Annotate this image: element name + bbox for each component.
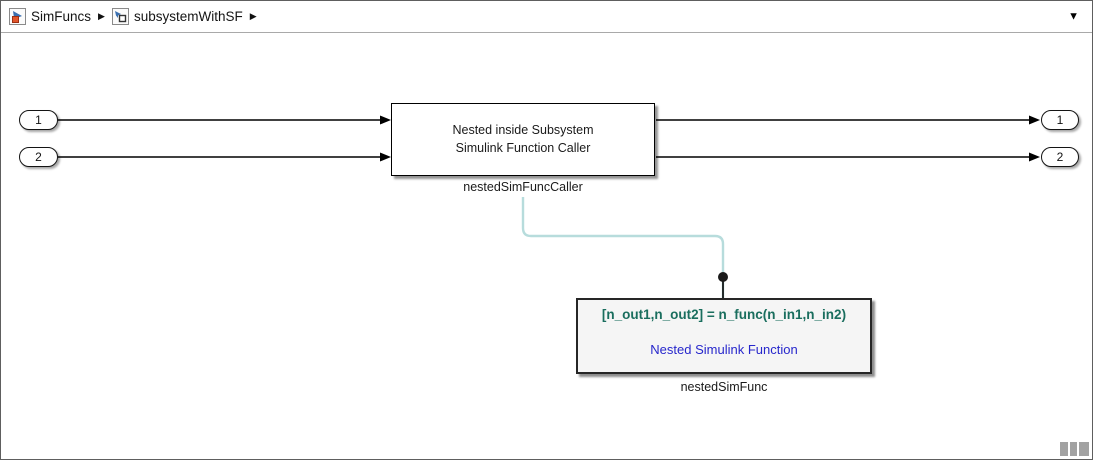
function-prototype-text: Nested Simulink Function [650,342,798,357]
corner-resize-grip-icon[interactable] [1060,442,1089,456]
subsystem-icon [111,8,129,25]
arrowhead-in1 [380,115,391,125]
breadcrumb-arrow-icon[interactable]: ▶ [249,11,257,21]
function-call-wire[interactable] [521,197,725,298]
inport-1-label: 1 [35,113,42,127]
breadcrumb-arrow-icon[interactable]: ▶ [98,11,105,21]
simulink-model-icon [9,8,26,25]
caller-block-text-line2: Simulink Function Caller [455,140,591,155]
outport-2-label: 2 [1056,150,1064,164]
breadcrumb-dropdown-icon[interactable]: ▼ [1068,10,1079,22]
breadcrumb-item-model[interactable]: SimFuncs [9,8,91,25]
wire-junction-dot[interactable] [718,272,728,282]
inport-block-1[interactable]: 1 [19,110,58,130]
arrowhead-out1 [1029,115,1040,125]
outport-block-1[interactable]: 1 [1041,110,1079,130]
caller-block-name-label[interactable]: nestedSimFuncCaller [463,180,583,194]
simulink-function-block[interactable]: [n_out1,n_out2] = n_func(n_in1,n_in2) Ne… [576,298,872,374]
breadcrumb-label-subsystem[interactable]: subsystemWithSF [133,9,243,24]
inport-block-2[interactable]: 2 [19,147,58,167]
arrowhead-out2 [1029,152,1040,162]
outport-block-2[interactable]: 2 [1041,147,1079,167]
breadcrumb: SimFuncs ▶ subsystemWithSF ▶ ▼ [1,1,1092,33]
breadcrumb-label-model[interactable]: SimFuncs [31,9,92,24]
function-block-name-label[interactable]: nestedSimFunc [680,380,768,394]
caller-block-text-line1: Nested inside Subsystem [452,123,594,137]
inport-2-label: 2 [35,150,42,164]
function-caller-block[interactable]: Nested inside Subsystem Simulink Functio… [391,103,655,176]
arrowhead-in2 [380,152,391,162]
function-signature-text: [n_out1,n_out2] = n_func(n_in1,n_in2) [601,307,847,322]
breadcrumb-item-subsystem[interactable]: subsystemWithSF [111,8,243,25]
outport-1-label: 1 [1056,113,1064,127]
model-canvas[interactable]: 1 2 1 2 Nested inside Subsystem Simulink… [1,34,1092,459]
